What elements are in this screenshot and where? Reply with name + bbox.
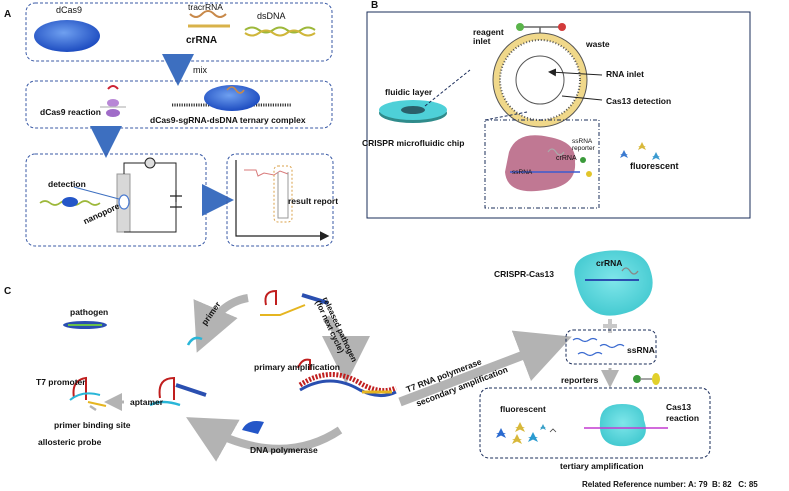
- ternary-complex-label: dCas9-sgRNA-dsDNA ternary complex: [150, 115, 306, 125]
- tertiary-amplification-label: tertiary amplification: [560, 461, 644, 471]
- waste-label: waste: [586, 39, 610, 49]
- dsdna-label: dsDNA: [257, 11, 286, 21]
- b-box: [366, 11, 751, 219]
- crrna-label-c: crRNA: [596, 258, 623, 268]
- dcas9-reaction-label: dCas9 reaction: [40, 107, 101, 117]
- ssrna-strands: [572, 337, 625, 357]
- dna-polymerase-label: DNA polymerase: [250, 445, 318, 455]
- cas13-blob-c: [574, 250, 653, 316]
- ssrna-reporter-label: ssRNA reporter: [572, 138, 595, 152]
- dsdna-product: [297, 358, 398, 397]
- t7-arrow: [398, 330, 572, 407]
- panel-a-label: A: [4, 9, 12, 20]
- primer-binding-label: primer binding site: [54, 420, 131, 430]
- detection-label: detection: [48, 179, 86, 189]
- fluorescent-stars-b: [620, 142, 660, 160]
- fluidic-layer-label: fluidic layer: [385, 87, 433, 97]
- primary-amplification-label: primary amplification: [254, 362, 340, 372]
- b-inner-box: [484, 119, 600, 209]
- fluorescent-label-b: fluorescent: [630, 161, 679, 171]
- pathogen-icon: [63, 321, 107, 329]
- ternary-complex-icon: [172, 85, 292, 111]
- reporters-label: reporters: [561, 375, 599, 385]
- dcas9-reaction-icon: [100, 85, 126, 117]
- tertiary-contents: [496, 404, 668, 447]
- crispr-cas13-label: CRISPR-Cas13: [494, 269, 554, 279]
- mix-label: mix: [193, 65, 207, 75]
- dsdna-strand: [244, 26, 316, 34]
- pathogen-label: pathogen: [70, 307, 109, 317]
- crrna-label-a: crRNA: [186, 35, 218, 46]
- result-report-label: result report: [288, 196, 339, 206]
- ssrna-label-c: ssRNA: [627, 345, 655, 355]
- a-mid-box: [25, 80, 333, 129]
- reporter-icon: [633, 373, 660, 385]
- reagent-inlet-label: reagent inlet: [473, 27, 504, 46]
- crrna-label-b: crRNA: [556, 155, 577, 162]
- panel-b-label: B: [371, 0, 379, 11]
- cas13-reaction-label: Cas13 reaction: [666, 402, 700, 424]
- chip-detail: [492, 23, 603, 128]
- tracrrna-strand: [189, 10, 227, 18]
- reference-footer: Related Reference number: A: 79 B: 82 C:…: [582, 480, 758, 489]
- allosteric-probe-label: allosteric probe: [38, 437, 102, 447]
- plus-sign: [603, 319, 617, 333]
- tracrrna-label: tracrRNA: [188, 2, 223, 12]
- dcas9-protein: [34, 20, 100, 52]
- dna-polymerase-icon: [242, 421, 264, 434]
- cas13-detection-label: Cas13 detection: [606, 96, 672, 106]
- ssrna-label-b: ssRNA: [512, 169, 533, 176]
- rna-inlet-label: RNA inlet: [606, 69, 644, 79]
- fluorescent-label-c: fluorescent: [500, 404, 546, 414]
- aptamer-label: aptamer: [130, 397, 164, 407]
- tertiary-box: [479, 387, 711, 459]
- nanopore-box: [25, 153, 207, 247]
- cycle-arrows: [186, 294, 370, 462]
- ssrna-box: [565, 329, 657, 365]
- dcas9-label: dCas9: [56, 5, 83, 15]
- probe-icons: [69, 289, 329, 412]
- panel-c-label: C: [4, 286, 12, 297]
- t7-promoter-label: T7 promoter: [36, 377, 86, 387]
- chip-label: CRISPR microfluidic chip: [362, 138, 465, 148]
- cas13-blob-b: [505, 135, 592, 192]
- result-plot: [235, 160, 330, 241]
- microfluidic-chip: [379, 69, 471, 123]
- nanopore-circuit: [116, 157, 182, 233]
